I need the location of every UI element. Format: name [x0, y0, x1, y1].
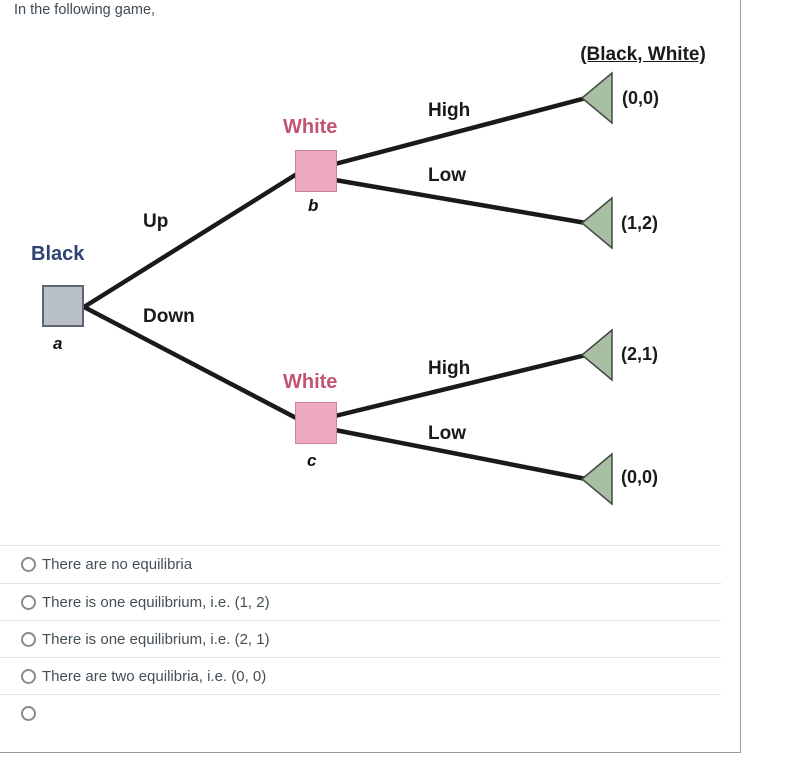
decision-node-c [295, 402, 337, 444]
branch-label-up: Up [143, 211, 169, 232]
tree-edges [81, 71, 613, 506]
payoff-high-c: (2,1) [621, 344, 659, 364]
answer-option-row-1: There are no equilibria [0, 545, 721, 582]
payoff-low-b: (1,2) [621, 213, 659, 233]
radio-option-4[interactable] [21, 668, 36, 684]
answer-option-row-5 [0, 694, 721, 731]
player-label-black: Black [31, 243, 85, 265]
payoff-header: (Black, White) [580, 44, 706, 65]
edge-low-c [332, 427, 589, 482]
radio-option-3[interactable] [21, 631, 36, 647]
payoff-low-c: (0,0) [621, 467, 659, 487]
edge-low-b [332, 177, 589, 226]
radio-option-5[interactable] [21, 705, 36, 721]
payoff-high-b: (0,0) [622, 88, 660, 108]
terminal-node-icon-2 [580, 196, 613, 250]
player-label-white-b: White [283, 116, 338, 138]
terminal-node-icon-3 [580, 328, 613, 382]
player-label-white-c: White [283, 371, 338, 393]
radio-option-1[interactable] [21, 556, 36, 572]
option-label-2[interactable]: There is one equilibrium, i.e. (1, 2) [42, 593, 270, 611]
branch-label-low-c: Low [428, 423, 466, 444]
terminal-node-icon-4 [580, 452, 613, 506]
node-b-letter: b [308, 196, 319, 215]
edge-high-c [332, 352, 589, 419]
option-label-3[interactable]: There is one equilibrium, i.e. (2, 1) [42, 630, 270, 648]
edge-high-b [332, 95, 589, 167]
branch-label-high-b: High [428, 100, 471, 121]
option-label-1[interactable]: There are no equilibria [42, 555, 193, 573]
node-c-letter: c [307, 451, 317, 470]
decision-node-a [42, 285, 84, 327]
branch-label-high-c: High [428, 358, 471, 379]
page-title: In the following game, [14, 2, 156, 18]
radio-option-2[interactable] [21, 594, 36, 610]
game-tree-diagram: (Black, White) Black a Up Down White b H… [0, 30, 741, 545]
edge-up [81, 169, 303, 310]
terminal-node-icon-1 [580, 71, 613, 125]
decision-node-b [295, 150, 337, 192]
branch-label-low-b: Low [428, 165, 466, 186]
node-a-letter: a [53, 334, 63, 353]
edge-down [81, 304, 303, 423]
answer-option-row-2: There is one equilibrium, i.e. (1, 2) [0, 583, 721, 620]
option-label-4[interactable]: There are two equilibria, i.e. (0, 0) [42, 667, 267, 685]
answer-option-row-4: There are two equilibria, i.e. (0, 0) [0, 657, 721, 694]
answer-option-row-3: There is one equilibrium, i.e. (2, 1) [0, 620, 721, 657]
branch-label-down: Down [143, 306, 195, 327]
question-panel: In the following game, (Black, White) Bl… [0, 0, 741, 753]
